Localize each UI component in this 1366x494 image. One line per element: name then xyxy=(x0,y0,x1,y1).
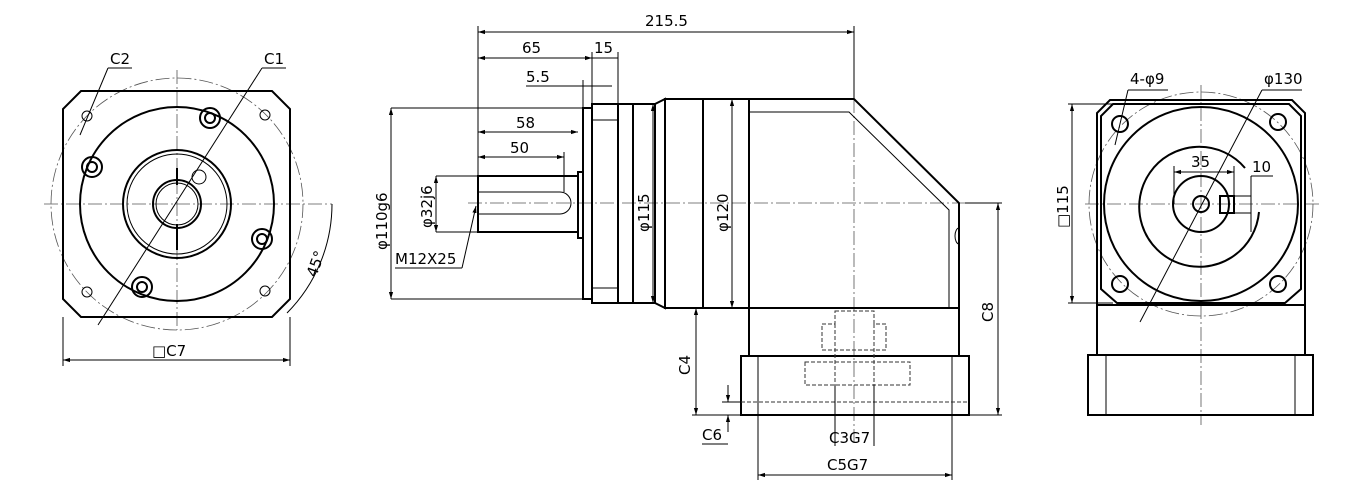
tap-label: M12X25 xyxy=(395,250,456,268)
c6-label: C6 xyxy=(702,426,722,444)
d120-label: φ120 xyxy=(714,193,732,232)
rear-view: φ130 4-φ9 35 10 □115 xyxy=(1054,70,1320,425)
key xyxy=(1219,195,1235,214)
square-flange xyxy=(62,90,291,318)
inner-ring xyxy=(122,149,232,259)
bolt-pcd-circle xyxy=(50,77,304,331)
holes-label: 4-φ9 xyxy=(1130,70,1164,88)
motor-adapter xyxy=(664,98,750,309)
pilot-diameter-label: φ110g6 xyxy=(373,192,391,250)
input-shaft xyxy=(477,175,579,233)
c2-label: C2 xyxy=(110,50,130,68)
c1-label: C1 xyxy=(264,50,284,68)
d115-label: φ115 xyxy=(635,193,653,232)
c7-label: □C7 xyxy=(152,342,186,360)
spigot xyxy=(582,107,593,300)
mounting-holes xyxy=(1111,113,1287,293)
side-view: 215.5 65 15 5.5 58 50 φ110g6 φ32j6 M12X2… xyxy=(373,12,1002,480)
inner-ring-2 xyxy=(126,153,228,255)
pcd-circle xyxy=(1088,91,1314,317)
key-label: 10 xyxy=(1252,158,1271,176)
c1-leader xyxy=(97,67,263,326)
hidden-output-shaft xyxy=(804,310,911,386)
large-bolt-holes xyxy=(81,107,273,298)
shaft-length-label: 58 xyxy=(516,114,535,132)
front-view: C2 C1 □C7 45° xyxy=(44,50,333,366)
vent-hole xyxy=(191,169,207,185)
square-flange xyxy=(1100,103,1302,304)
spigot-label: 5.5 xyxy=(526,68,550,86)
c3-label: C3G7 xyxy=(829,429,870,447)
housing-inner-edge xyxy=(749,111,950,308)
output-flange xyxy=(740,355,970,416)
flange-thickness-label: 15 xyxy=(594,39,613,57)
input-flange xyxy=(591,103,619,304)
c2-leader xyxy=(79,67,109,136)
d35-label: 35 xyxy=(1191,153,1210,171)
flange-ring-1 xyxy=(617,103,634,304)
shaft-keyway xyxy=(478,191,572,215)
tap-leader xyxy=(461,205,477,269)
holes-leader xyxy=(1114,89,1129,146)
mounting-holes xyxy=(81,109,271,298)
drain-plug xyxy=(954,227,960,245)
c8-label: C8 xyxy=(979,302,997,322)
c5-label: C5G7 xyxy=(827,456,868,474)
shaft-circle xyxy=(1172,175,1230,233)
center-tap xyxy=(1192,195,1210,213)
output-flange xyxy=(1087,354,1314,416)
angle-arc xyxy=(286,203,333,314)
pcd-label: φ130 xyxy=(1264,70,1303,88)
c4-label: C4 xyxy=(676,355,694,375)
overall-length-label: 215.5 xyxy=(645,12,688,30)
square-label: □115 xyxy=(1054,185,1072,228)
shaft-diameter-label: φ32j6 xyxy=(418,185,436,228)
angle-label: 45° xyxy=(303,248,329,279)
shaft-to-flange-label: 65 xyxy=(522,39,541,57)
key-length-label: 50 xyxy=(510,139,529,157)
flange-face xyxy=(1103,106,1299,302)
pcd-leader xyxy=(1139,89,1263,323)
shaft-shoulder-arc xyxy=(1138,145,1260,268)
bolt-circle-face xyxy=(79,106,275,302)
transition xyxy=(654,97,666,310)
